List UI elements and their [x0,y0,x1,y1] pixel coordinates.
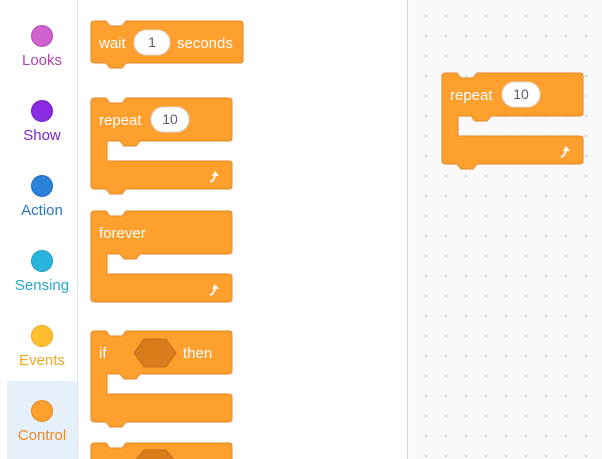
repeat-count-input[interactable] [501,81,541,108]
condition-slot[interactable] [134,449,176,459]
script-workspace[interactable]: repeat 10 [409,0,602,459]
wait-seconds-input[interactable] [133,29,171,56]
repeat-count-value: 10 [513,86,529,102]
looks-category-icon [31,25,53,47]
forever-block[interactable]: forever [90,210,233,303]
show-category-icon [31,100,53,122]
repeat-count-value: 10 [162,111,178,127]
loop-arrow-icon [209,171,219,183]
loop-arrow-icon [560,146,570,158]
then-label: then [183,345,212,362]
category-events[interactable]: Events [7,306,77,381]
wait-label: wait [98,35,127,52]
repeat-count-input[interactable] [150,106,190,133]
category-sensing[interactable]: Sensing [7,231,77,306]
category-control[interactable]: Control [7,381,77,459]
sensing-category-icon [31,250,53,272]
if-label: if [99,345,107,362]
category-looks[interactable]: Looks [7,6,77,81]
loop-arrow-icon [209,284,219,296]
category-label: Looks [21,52,63,69]
repeat-label: repeat [99,112,142,129]
events-category-icon [31,325,53,347]
if-else-block[interactable] [90,442,233,459]
block-palette: wait 1 seconds repeat 10 forever [78,0,408,459]
category-sidebar: Looks Show Action Sensing Events Control [0,0,78,459]
wait-suffix-label: seconds [177,35,233,52]
category-label: Events [19,352,65,369]
action-category-icon [31,175,53,197]
category-label: Sensing [14,277,70,294]
category-action[interactable]: Action [7,156,77,231]
category-label: Control [17,427,67,444]
if-then-block[interactable]: if then [90,330,233,428]
control-category-icon [31,400,53,422]
category-label: Action [21,202,63,219]
category-show[interactable]: Show [7,81,77,156]
repeat-label: repeat [450,87,493,104]
wait-block[interactable]: wait 1 seconds [90,20,244,69]
repeat-block[interactable]: repeat 10 [90,97,233,195]
workspace-repeat-block[interactable]: repeat 10 [441,72,584,170]
condition-slot[interactable] [133,338,177,368]
category-label: Show [23,127,61,144]
forever-label: forever [99,225,146,242]
wait-seconds-value: 1 [148,34,156,50]
